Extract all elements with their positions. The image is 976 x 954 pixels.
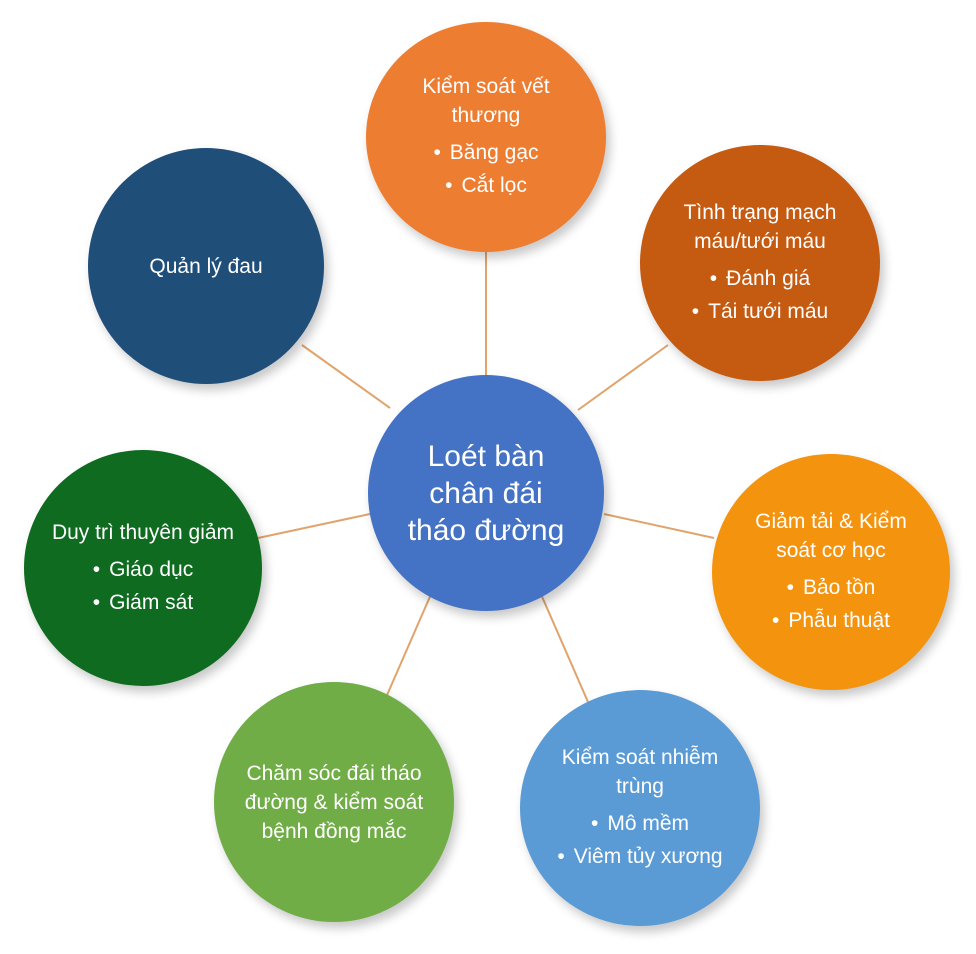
node-infection-title: Kiểm soát nhiễm trùng [561,746,719,798]
list-item: Phẫu thuật [772,604,890,637]
node-vascular-list: Đánh giá Tái tưới máu [692,262,828,328]
node-offloading-title: Giảm tải & Kiểm soát cơ học [755,510,907,562]
node-pain-management: Quản lý đau [88,148,324,384]
node-infection-control: Kiểm soát nhiễm trùng Mô mềm Viêm tủy xư… [520,690,760,926]
node-remission-maintenance: Duy trì thuyên giảm Giáo dục Giám sát [24,450,262,686]
list-item: Giáo dục [93,553,193,586]
connector-infection [539,591,589,703]
node-pain-title: Quản lý đau [149,254,263,278]
center-node-diabetic-foot-ulcer: Loét bàn chân đái tháo đường [368,375,604,611]
node-wound-control: Kiểm soát vết thương Băng gạc Cắt lọc [366,22,606,252]
list-item: Tái tưới máu [692,295,828,328]
node-infection-list: Mô mềm Viêm tủy xương [557,807,723,873]
list-item: Mô mềm [557,807,722,840]
node-vascular-status: Tình trạng mạch máu/tưới máu Đánh giá Tá… [640,145,880,381]
connector-pain [301,344,391,409]
connector-diabetes [383,591,433,703]
connector-vascular [577,344,669,411]
node-remission-title: Duy trì thuyên giảm [51,520,235,544]
center-label: Loét bàn chân đái tháo đường [407,439,565,547]
node-vascular-title: Tình trạng mạch máu/tưới máu [683,201,837,253]
connector-offloading [603,513,715,539]
node-diabetes-care: Chăm sóc đái tháo đường & kiểm soát bệnh… [214,682,454,922]
node-remission-list: Giáo dục Giám sát [93,553,193,619]
node-wound-title: Kiểm soát vết thương [422,75,550,127]
list-item: Cắt lọc [433,169,538,202]
list-item: Băng gạc [433,136,539,169]
list-item: Bảo tồn [772,571,890,604]
list-item: Đánh giá [692,262,828,295]
list-item: Giám sát [93,586,193,619]
node-offloading: Giảm tải & Kiểm soát cơ học Bảo tồn Phẫu… [712,454,950,690]
list-item: Viêm tủy xương [557,840,723,873]
node-diabetes-title: Chăm sóc đái tháo đường & kiểm soát bệnh… [244,761,424,843]
connector-remission [257,513,371,539]
node-wound-list: Băng gạc Cắt lọc [433,136,539,202]
node-offloading-list: Bảo tồn Phẫu thuật [772,571,890,637]
